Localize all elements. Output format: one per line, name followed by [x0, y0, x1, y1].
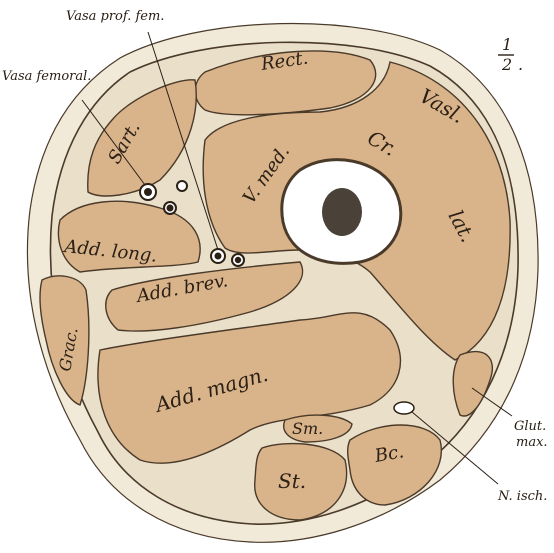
sciatic-nerve: [394, 402, 414, 414]
femur-marrow: [322, 188, 362, 236]
scale-numerator: 1: [502, 35, 512, 54]
label-glut: Glut.: [514, 419, 546, 434]
label-n-isch: N. isch.: [497, 489, 547, 504]
label-vasa-prof-fem: Vasa prof. fem.: [66, 9, 164, 24]
label-sm: Sm.: [292, 419, 323, 438]
scale-suffix: .: [518, 55, 523, 74]
label-max: max.: [516, 435, 548, 450]
label-st: St.: [278, 469, 306, 493]
label-vasa-femoral: Vasa femoral.: [2, 69, 91, 84]
scale-denominator: 2: [501, 55, 512, 74]
biceps-femoris-muscle: [348, 425, 442, 505]
